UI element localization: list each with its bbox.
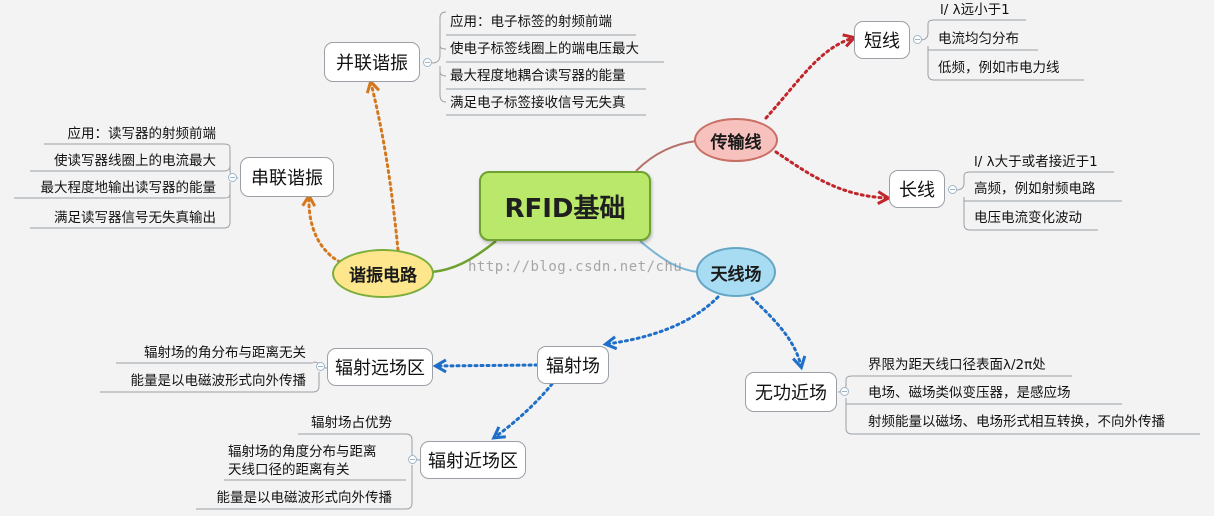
long-leaf-2: 高频，例如射频电路 (974, 181, 1096, 197)
near-leaf-2: 辐射场的角度分布与距离 (228, 444, 377, 460)
long-leaf-1: l/ λ大于或者接近于1 (974, 154, 1098, 170)
short-leaf-2: 电流均匀分布 (938, 31, 1019, 47)
parallel-leaf-2: 使电子标签线圈上的端电压最大 (450, 41, 639, 57)
series-leaf-1: 应用：读写器的射频前端 (67, 126, 217, 142)
bracket-series (14, 143, 239, 229)
collapse-toggle-icon[interactable] (913, 35, 922, 44)
parallel-resonance-node[interactable]: 并联谐振 (324, 42, 420, 82)
short-leaf-3: 低频，例如市电力线 (938, 60, 1060, 76)
collapse-toggle-icon[interactable] (228, 173, 237, 182)
resonance-circuit-node[interactable]: 谐振电路 (332, 249, 434, 298)
arrow-to-long (774, 150, 892, 205)
parallel-leaf-1: 应用：电子标签的射频前端 (450, 14, 612, 30)
series-leaf-2: 使读写器线圈上的电流最大 (54, 153, 216, 169)
connector-root-line (635, 140, 697, 172)
short-line-node[interactable]: 短线 (854, 21, 910, 59)
arrow-to-far (432, 358, 539, 374)
short-leaf-1: l/ λ远小于1 (940, 2, 1010, 18)
collapse-toggle-icon[interactable] (840, 387, 849, 396)
series-leaf-3: 最大程度地输出读写器的能量 (40, 180, 217, 196)
watermark-text: http://blog.csdn.net/chu (468, 259, 683, 275)
near-leaf-3: 天线口径的距离有关 (228, 462, 350, 478)
series-leaf-4: 满足读写器信号无失真输出 (54, 210, 216, 226)
arrow-to-short (764, 33, 858, 120)
collapse-toggle-icon[interactable] (408, 455, 417, 464)
series-resonance-node[interactable]: 串联谐振 (240, 157, 334, 197)
far-leaf-1: 辐射场的角分布与距离无关 (144, 345, 306, 361)
radiation-far-field-node[interactable]: 辐射远场区 (327, 348, 433, 386)
root-node[interactable]: RFID基础 (479, 171, 651, 241)
parallel-leaf-4: 满足电子标签接收信号无失真 (450, 95, 626, 111)
bracket-long (955, 171, 1122, 231)
transmission-line-node[interactable]: 传输线 (694, 118, 778, 162)
antenna-field-node[interactable]: 天线场 (696, 247, 776, 297)
long-line-node[interactable]: 长线 (889, 170, 945, 208)
far-leaf-2: 能量是以电磁波形式向外传播 (130, 373, 307, 389)
reactive-leaf-2: 电场、磁场类似变压器，是感应场 (868, 385, 1071, 401)
radiation-field-node[interactable]: 辐射场 (537, 346, 609, 384)
bracket-reactive (837, 375, 1200, 435)
radiation-near-field-node[interactable]: 辐射近场区 (420, 441, 526, 479)
connector-root-antenna (639, 240, 699, 273)
collapse-toggle-icon[interactable] (423, 58, 432, 67)
collapse-toggle-icon[interactable] (316, 362, 325, 371)
near-leaf-4: 能量是以电磁波形式向外传播 (216, 490, 393, 506)
arrow-to-radiation (602, 295, 720, 351)
arrow-to-parallel (365, 78, 400, 252)
connector-root-resonance (431, 240, 497, 274)
long-leaf-3: 电压电流变化波动 (974, 210, 1082, 226)
reactive-leaf-3: 射频能量以磁场、电场形式相互转换，不向外传播 (868, 414, 1165, 430)
collapse-toggle-icon[interactable] (948, 185, 957, 194)
reactive-leaf-1: 界限为距天线口径表面λ/2π处 (868, 357, 1046, 373)
arrow-to-reactive (750, 296, 807, 371)
arrow-to-series (301, 192, 342, 264)
reactive-near-field-node[interactable]: 无功近场 (745, 372, 837, 412)
arrow-to-near (491, 382, 554, 440)
parallel-leaf-3: 最大程度地耦合读写器的能量 (450, 68, 626, 84)
near-leaf-1: 辐射场占优势 (311, 415, 392, 431)
bracket-parallel (431, 11, 664, 116)
bracket-short (919, 19, 1084, 81)
